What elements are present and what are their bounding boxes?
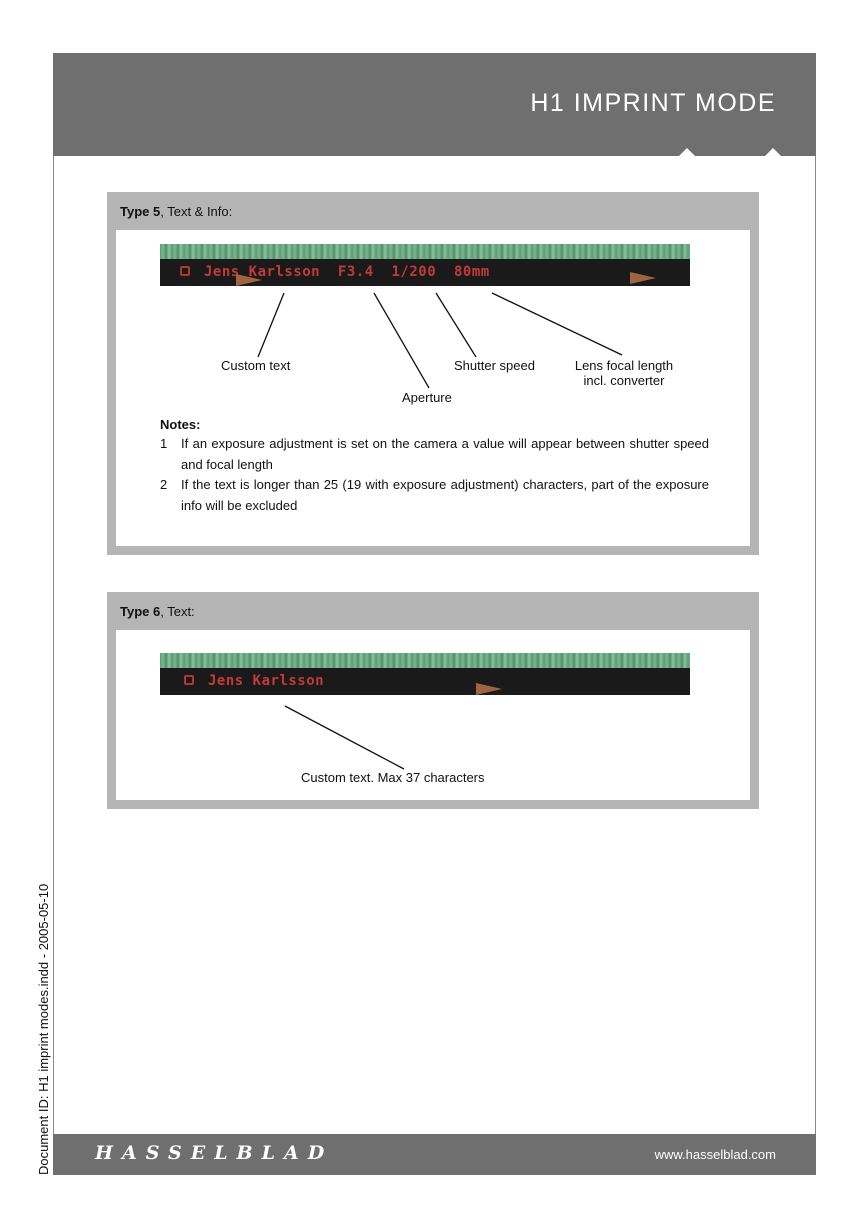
type5-label: Type 5, Text & Info: bbox=[120, 204, 232, 219]
frame-arrow-icon bbox=[476, 683, 502, 695]
type6-imprint-text: Jens Karlsson bbox=[208, 673, 325, 689]
type5-panel: Type 5, Text & Info: Jens Karlsson F3.4 … bbox=[107, 192, 759, 555]
header-notch-right bbox=[765, 148, 781, 156]
type6-content: Jens Karlsson Custom text. Max 37 charac… bbox=[116, 630, 750, 800]
type6-label-bold: Type 6 bbox=[120, 604, 161, 619]
note-number: 1 bbox=[160, 436, 168, 451]
callout-custom-text-max: Custom text. Max 37 characters bbox=[301, 770, 485, 785]
callout-lens-line1: Lens focal length bbox=[574, 358, 674, 373]
note-text: If an exposure adjustment is set on the … bbox=[181, 436, 709, 472]
imprint-bullet-icon bbox=[184, 675, 194, 685]
type6-label: Type 6, Text: bbox=[120, 604, 195, 619]
type5-label-bold: Type 5 bbox=[120, 204, 161, 219]
note-text: If the text is longer than 25 (19 with e… bbox=[181, 477, 709, 513]
leader-custom-text bbox=[257, 292, 285, 358]
leader-custom-text-max bbox=[284, 705, 405, 770]
frame-arrow-icon bbox=[630, 272, 656, 284]
type6-imprint-image: Jens Karlsson bbox=[160, 653, 690, 695]
callout-aperture: Aperture bbox=[402, 390, 452, 405]
note-number: 2 bbox=[160, 477, 168, 492]
imprint-bullet-icon bbox=[180, 266, 190, 276]
strip-film-edge bbox=[160, 244, 690, 259]
type6-leader-lines bbox=[284, 705, 405, 770]
type5-imprint-image: Jens Karlsson F3.4 1/200 80mm bbox=[160, 244, 690, 286]
strip-film-edge bbox=[160, 653, 690, 668]
leader-aperture bbox=[373, 292, 430, 389]
document-id: Document ID: H1 imprint modes.indd - 200… bbox=[36, 883, 51, 1175]
frame-arrow-icon bbox=[236, 274, 262, 286]
leader-shutter-speed bbox=[435, 292, 477, 358]
type6-label-rest: , Text: bbox=[160, 604, 195, 619]
callout-lens-focal-length: Lens focal length incl. converter bbox=[568, 358, 680, 388]
type6-panel: Type 6, Text: Jens Karlsson Custom text.… bbox=[107, 592, 759, 809]
page-title: H1 IMPRINT MODE bbox=[530, 89, 776, 117]
footer-bar: HASSELBLAD www.hasselblad.com bbox=[53, 1134, 816, 1175]
footer-url: www.hasselblad.com bbox=[654, 1147, 776, 1162]
header-bar: H1 IMPRINT MODE bbox=[53, 53, 816, 156]
leader-lens-focal-length bbox=[491, 292, 623, 356]
note-item: 1 If an exposure adjustment is set on th… bbox=[160, 433, 710, 475]
note-item: 2 If the text is longer than 25 (19 with… bbox=[160, 474, 710, 516]
type5-imprint-text: Jens Karlsson F3.4 1/200 80mm bbox=[204, 264, 490, 280]
type5-leader-lines bbox=[257, 292, 623, 389]
notes-title: Notes: bbox=[160, 417, 201, 432]
hasselblad-logo: HASSELBLAD bbox=[95, 1142, 334, 1164]
callout-custom-text: Custom text bbox=[221, 358, 291, 373]
callout-shutter-speed: Shutter speed bbox=[454, 358, 535, 373]
header-notch-left bbox=[679, 148, 695, 156]
type5-label-rest: , Text & Info: bbox=[160, 204, 233, 219]
type5-content: Jens Karlsson F3.4 1/200 80mm Custom tex… bbox=[116, 230, 750, 546]
callout-lens-line2: incl. converter bbox=[583, 373, 665, 388]
